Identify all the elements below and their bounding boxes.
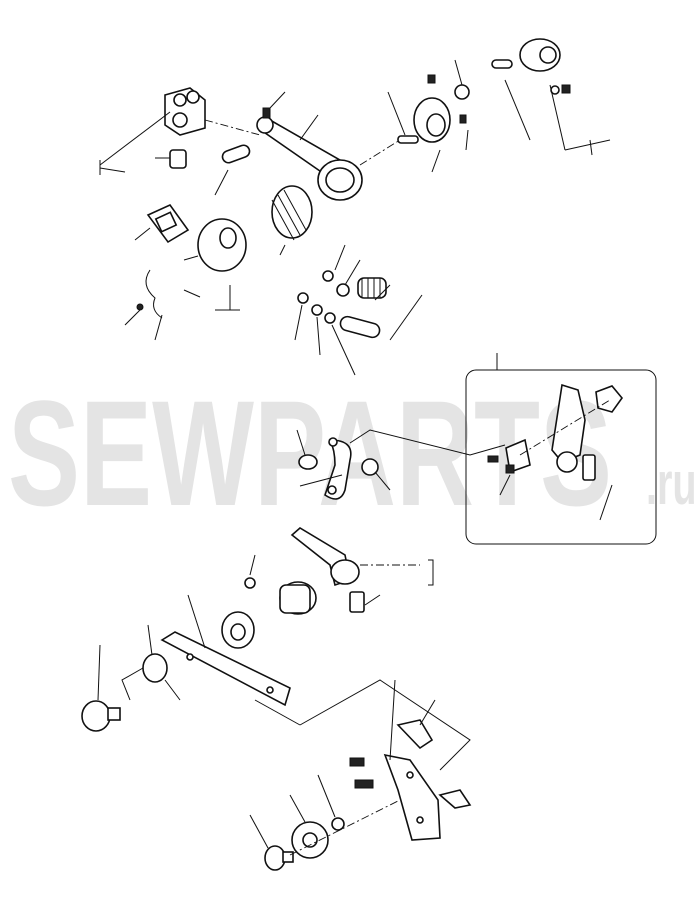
bearing bbox=[271, 185, 313, 256]
watermark-suffix: .ru bbox=[646, 450, 697, 517]
watermark-suffix-box: .ru bbox=[646, 454, 698, 514]
inset-detail bbox=[465, 353, 657, 545]
sector-plate bbox=[249, 679, 472, 871]
connecting-rod bbox=[204, 91, 363, 201]
crank-block bbox=[99, 87, 206, 175]
lever-plate bbox=[81, 594, 471, 771]
cam-assembly bbox=[124, 204, 247, 341]
eccentric-assembly bbox=[359, 38, 611, 173]
pivot-sleeve bbox=[221, 554, 317, 649]
link-arm bbox=[290, 429, 506, 613]
spring-shaft bbox=[294, 244, 423, 376]
